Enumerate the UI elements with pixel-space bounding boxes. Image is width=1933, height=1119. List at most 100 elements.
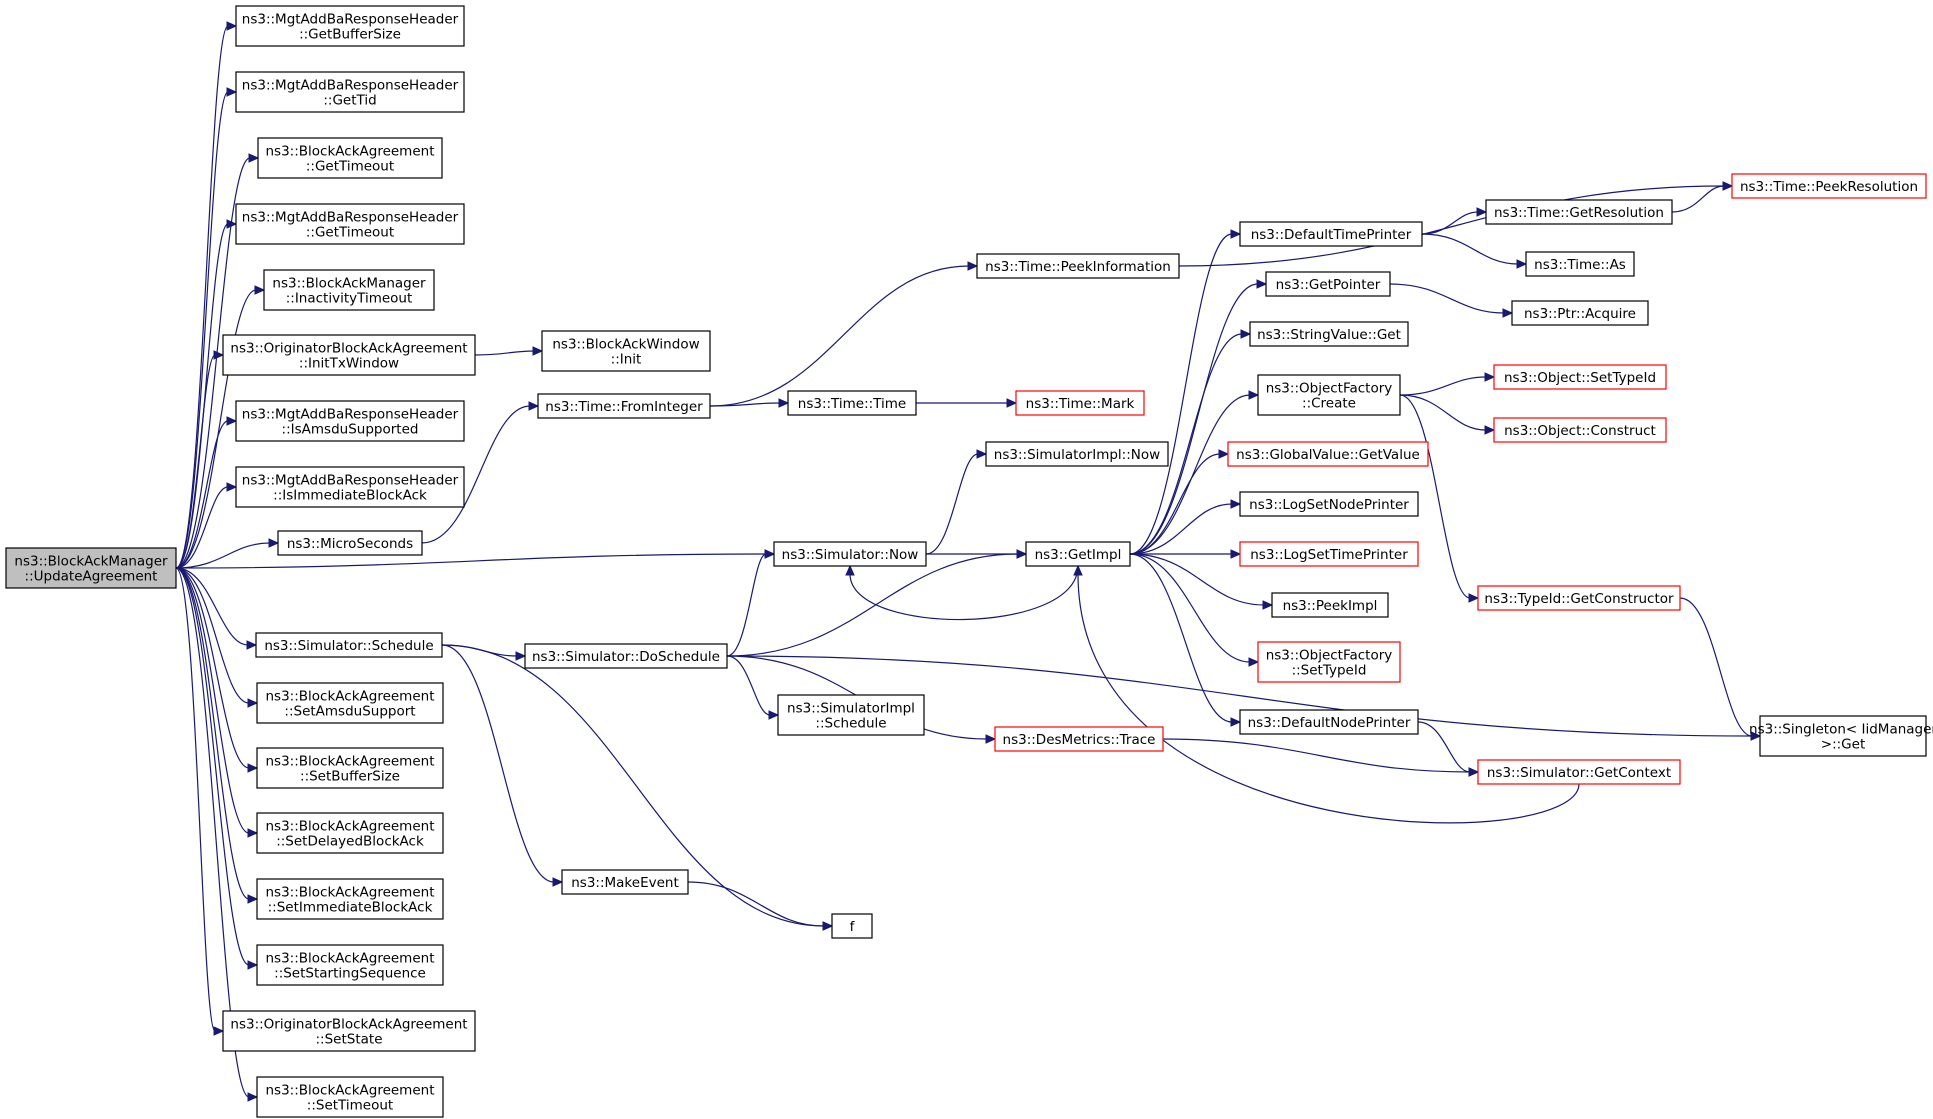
node-label: ns3::MgtAddBaResponseHeader	[242, 78, 459, 94]
function-node[interactable]: ns3::SimulatorImpl::Now	[985, 441, 1169, 467]
edge-root-n9	[175, 538, 280, 569]
edge-root-n1	[175, 21, 238, 569]
node-label: ns3::BlockAckAgreement	[265, 1083, 434, 1099]
function-node[interactable]: ns3::OriginatorBlockAckAgreement::SetSta…	[222, 1010, 476, 1052]
function-node[interactable]: ns3::LogSetNodePrinter	[1239, 491, 1419, 517]
node-label: ns3::OriginatorBlockAckAgreement	[230, 1017, 467, 1033]
node-box	[257, 137, 443, 179]
edge-root-n12	[175, 567, 259, 773]
function-node[interactable]: ns3::SimulatorImpl::Schedule	[777, 694, 925, 736]
node-label: >::Get	[1821, 737, 1865, 753]
function-node[interactable]: f	[831, 913, 873, 939]
edge-n46-n49	[1679, 597, 1762, 741]
function-node[interactable]: ns3::GlobalValue::GetValue	[1227, 441, 1429, 467]
edge-n9-n19	[421, 401, 540, 544]
node-label: ::SetStartingSequence	[274, 966, 426, 982]
edge-root-n8	[175, 482, 238, 569]
edge-n27-n38	[1129, 553, 1274, 610]
function-node[interactable]: ns3::GetPointer	[1265, 271, 1391, 297]
node-label: ::GetTimeout	[306, 225, 394, 241]
node-label: ns3::BlockAckAgreement	[265, 819, 434, 835]
function-node[interactable]: ns3::ObjectFactory::Create	[1257, 374, 1401, 416]
function-node[interactable]: ns3::MgtAddBaResponseHeader::IsImmediate…	[235, 466, 465, 508]
node-box	[1257, 641, 1401, 683]
node-box	[256, 812, 444, 854]
node-box	[541, 330, 711, 372]
function-node[interactable]: ns3::Time::PeekInformation	[976, 253, 1180, 279]
node-box	[235, 466, 465, 508]
edge-root-n16	[175, 567, 225, 1036]
node-box	[561, 869, 689, 895]
function-node[interactable]: ns3::Time::Time	[787, 390, 917, 416]
function-node[interactable]: ns3::Time::FromInteger	[537, 393, 711, 419]
node-box	[235, 71, 465, 113]
function-node[interactable]: ns3::Simulator::Schedule	[255, 632, 443, 658]
function-node[interactable]: ns3::BlockAckAgreement::SetAmsduSupport	[256, 682, 444, 724]
edge-n34-n46	[1399, 394, 1480, 603]
function-node[interactable]: ns3::DefaultTimePrinter	[1239, 221, 1423, 247]
node-label: ns3::GlobalValue::GetValue	[1236, 447, 1420, 463]
node-label: f	[850, 919, 856, 935]
node-label: ::SetTimeout	[307, 1098, 393, 1114]
function-node[interactable]: ns3::BlockAckAgreement::SetStartingSeque…	[256, 944, 444, 986]
function-node[interactable]: ns3::Ptr::Acquire	[1511, 300, 1649, 326]
function-node[interactable]: ns3::MgtAddBaResponseHeader::GetTimeout	[235, 203, 465, 245]
function-node[interactable]: ns3::OriginatorBlockAckAgreement::InitTx…	[222, 334, 476, 376]
node-label: ns3::BlockAckAgreement	[265, 951, 434, 967]
function-node[interactable]: ns3::BlockAckAgreement::SetImmediateBloc…	[256, 878, 444, 920]
node-box	[976, 253, 1180, 279]
function-node[interactable]: ns3::MgtAddBaResponseHeader::IsAmsduSupp…	[235, 400, 465, 442]
function-node[interactable]: ns3::DesMetrics::Trace	[994, 726, 1164, 752]
edge-root-n13	[175, 567, 259, 838]
function-node[interactable]: ns3::MgtAddBaResponseHeader::GetBufferSi…	[235, 5, 465, 47]
function-node[interactable]: ns3::Singleton< IidManager >::Get	[1749, 715, 1933, 757]
node-box	[1249, 321, 1409, 347]
function-node[interactable]: ns3::LogSetTimePrinter	[1239, 541, 1419, 567]
function-node[interactable]: ns3::TypeId::GetConstructor	[1477, 585, 1681, 611]
node-box	[1493, 417, 1667, 443]
node-label: ::UpdateAgreement	[25, 569, 158, 585]
edge-n10-n21	[441, 644, 527, 661]
function-node[interactable]: ns3::BlockAckManager::InactivityTimeout	[263, 269, 435, 311]
function-node[interactable]: ns3::ObjectFactory::SetTypeId	[1257, 641, 1401, 683]
function-node[interactable]: ns3::BlockAckAgreement::SetTimeout	[256, 1076, 444, 1118]
node-box	[524, 643, 728, 669]
function-node[interactable]: ns3::BlockAckAgreement::SetBufferSize	[256, 747, 444, 789]
function-node[interactable]: ns3::MgtAddBaResponseHeader::GetTid	[235, 71, 465, 113]
edge-n27-n34	[1129, 390, 1260, 555]
edge-root-n2	[175, 87, 238, 569]
function-node[interactable]: ns3::Time::GetResolution	[1485, 199, 1673, 225]
edge-n27-n33	[1129, 329, 1252, 555]
function-node[interactable]: ns3::Simulator::Now	[773, 541, 927, 567]
function-node[interactable]: ns3::Time::Mark	[1015, 390, 1145, 416]
edge-layer	[175, 21, 1762, 1102]
function-node[interactable]: ns3::BlockAckAgreement::SetDelayedBlockA…	[256, 812, 444, 854]
node-box	[1271, 592, 1389, 618]
function-node[interactable]: ns3::Time::As	[1525, 251, 1635, 277]
function-node[interactable]: ns3::BlockAckAgreement::GetTimeout	[257, 137, 443, 179]
function-node[interactable]: ns3::Simulator::DoSchedule	[524, 643, 728, 669]
node-box	[1239, 709, 1419, 735]
node-label: ns3::MgtAddBaResponseHeader	[242, 12, 459, 28]
edge-root-n7	[175, 416, 238, 569]
function-node[interactable]: ns3::GetImpl	[1025, 541, 1131, 567]
node-label: ::SetAmsduSupport	[284, 704, 415, 720]
function-node[interactable]: ns3::PeekImpl	[1271, 592, 1389, 618]
edge-n41-n48	[1671, 181, 1734, 213]
function-node[interactable]: ns3::Simulator::GetContext	[1477, 759, 1681, 785]
function-node[interactable]: ns3::StringValue::Get	[1249, 321, 1409, 347]
node-box	[994, 726, 1164, 752]
function-node[interactable]: ns3::MakeEvent	[561, 869, 689, 895]
node-label: ns3::OriginatorBlockAckAgreement	[230, 341, 467, 357]
function-node[interactable]: ns3::Time::PeekResolution	[1731, 173, 1927, 199]
edge-n6-n18	[474, 346, 544, 356]
function-node[interactable]: ns3::Object::Construct	[1493, 417, 1667, 443]
edge-root-n5	[175, 285, 266, 569]
node-box	[235, 5, 465, 47]
node-label: ns3::GetImpl	[1035, 547, 1122, 563]
function-node[interactable]: ns3::DefaultNodePrinter	[1239, 709, 1419, 735]
function-node[interactable]: ns3::BlockAckWindow::Init	[541, 330, 711, 372]
function-node[interactable]: ns3::MicroSeconds	[277, 530, 423, 556]
node-box	[1511, 300, 1649, 326]
function-node[interactable]: ns3::Object::SetTypeId	[1493, 364, 1667, 390]
